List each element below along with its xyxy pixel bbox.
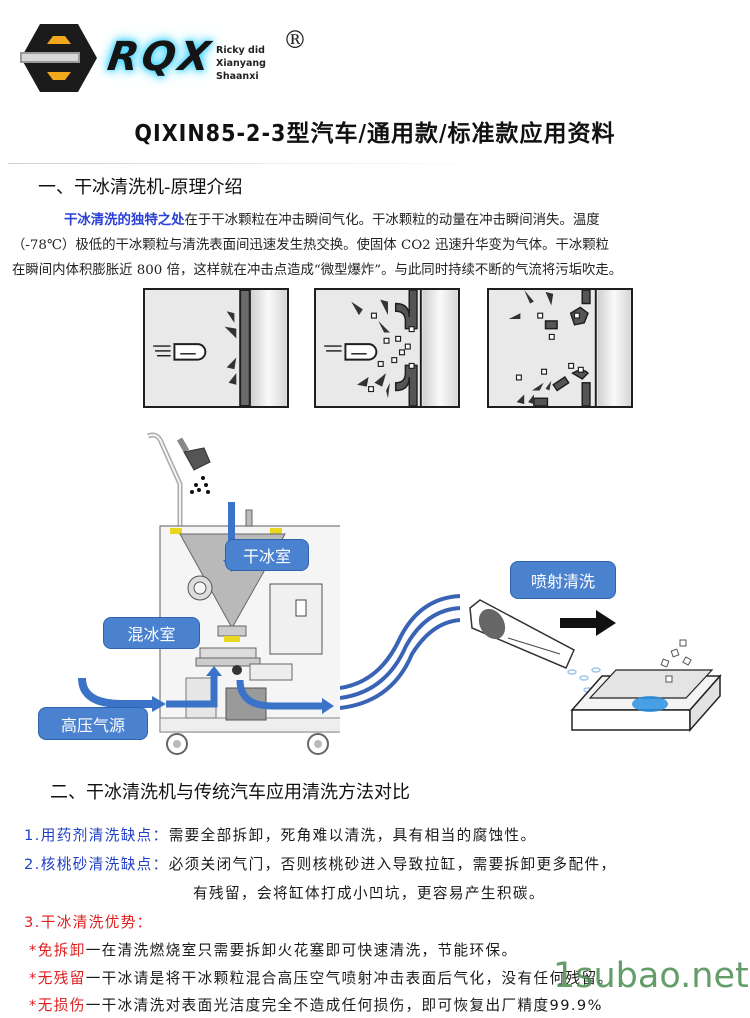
brand-subtitle: Ricky did Xianyang Shaanxi xyxy=(216,44,266,83)
advantage-text: 一在清洗燃烧室只需要拆卸火花塞即可快速清洗，节能环保。 xyxy=(85,942,518,959)
comparison-item: 2.核桃砂清洗缺点：必须关闭气门，否则核桃砂进入导致拉缸，需要拆卸更多配件， xyxy=(24,855,617,875)
advantage-label: 无损伤 xyxy=(37,997,86,1014)
impact-panel-moment xyxy=(314,288,460,408)
advantage-item: *无残留一干冰请是将干冰颗粒混合高压空气喷射冲击表面后气化，没有任何残留。 xyxy=(29,969,613,989)
advantage-text: 一干冰清洗对表面光洁度完全不造成任何损伤，即可恢复出厂精度99.9% xyxy=(85,997,603,1014)
surface-block-icon xyxy=(570,669,722,732)
principle-intro: 干冰清洗的独特之处在于干冰颗粒在冲击瞬间气化。干冰颗粒的动量在冲击瞬间消失。温度… xyxy=(12,208,742,283)
section-heading-principle: 一、干冰清洗机-原理介绍 xyxy=(38,177,243,198)
callout-air-source: 高压气源 xyxy=(38,707,148,740)
spray-nozzle-icon xyxy=(469,599,575,669)
brand-name: RQX xyxy=(104,34,216,80)
intro-highlight: 干冰清洗的独特之处 xyxy=(64,213,185,228)
dry-ice-pellet-icon xyxy=(173,343,207,361)
comparison-text: 必须关闭气门，否则核桃砂进入导致拉缸，需要拆卸更多配件， xyxy=(168,856,617,873)
watermark: 1subao.net xyxy=(553,956,749,996)
direction-arrow-icon xyxy=(560,610,616,636)
advantage-item: *免拆卸一在清洗燃烧室只需要拆卸火花塞即可快速清洗，节能环保。 xyxy=(29,941,518,961)
comparison-item: 1.用药剂清洗缺点：需要全部拆卸，死角难以清洗，具有相当的腐蚀性。 xyxy=(24,826,537,846)
advantage-item: *无损伤一干冰清洗对表面光洁度完全不造成任何损伤，即可恢复出厂精度99.9% xyxy=(29,996,603,1016)
brand-logo-icon xyxy=(20,22,98,94)
air-flow-arrow-icon xyxy=(78,666,334,714)
comparison-text-continued: 有残留，会将缸体打成小凹坑，更容易产生积碳。 xyxy=(193,884,545,904)
bullet: * xyxy=(29,997,38,1014)
intro-line: 在瞬间内体积膨胀近 800 倍，这样就在冲击点造成“微型爆炸”。与此同时持续不断… xyxy=(12,263,623,278)
callout-spray-clean: 喷射清洗 xyxy=(510,561,616,599)
intro-line: （-78℃）极低的干冰颗粒与清洗表面间迅速发生热交换。使固体 CO2 迅速升华变… xyxy=(12,238,610,253)
advantage-label: 无残留 xyxy=(37,970,86,987)
callout-dry-ice-chamber: 干冰室 xyxy=(225,539,309,571)
bullet: * xyxy=(29,970,38,987)
comparison-label: 2.核桃砂清洗缺点： xyxy=(24,856,169,873)
advantage-text: 一干冰请是将干冰颗粒混合高压空气喷射冲击表面后气化，没有任何残留。 xyxy=(85,970,614,987)
document-title: QIXIN85-2-3型汽车/通用款/标准款应用资料 xyxy=(134,121,616,147)
advantages-heading: 3.干冰清洗优势： xyxy=(24,913,153,933)
advantage-label: 免拆卸 xyxy=(37,942,86,959)
comparison-text: 需要全部拆卸，死角难以清洗，具有相当的腐蚀性。 xyxy=(168,827,537,844)
impact-panel-after xyxy=(487,288,633,408)
registered-trademark-icon: ® xyxy=(283,26,307,54)
advantages-heading-text: 3.干冰清洗优势： xyxy=(24,914,153,931)
intro-line: 干冰清洗的独特之处在于干冰颗粒在冲击瞬间气化。干冰颗粒的动量在冲击瞬间消失。温度 xyxy=(12,208,742,233)
impact-panel-before xyxy=(143,288,289,408)
brand-subtitle-line: Xianyang xyxy=(216,58,266,69)
dry-ice-scoop-icon xyxy=(176,437,211,471)
intro-text: 在于干冰颗粒在冲击瞬间气化。干冰颗粒的动量在冲击瞬间消失。温度 xyxy=(184,213,600,228)
comparison-label: 1.用药剂清洗缺点： xyxy=(24,827,169,844)
spray-cleaning-illustration xyxy=(339,540,750,760)
section-heading-comparison: 二、干冰清洗机与传统汽车应用清洗方法对比 xyxy=(50,782,410,803)
callout-mixing-chamber: 混冰室 xyxy=(103,617,200,649)
comparison-text: 有残留，会将缸体打成小凹坑，更容易产生积碳。 xyxy=(193,885,545,902)
brand-subtitle-line: Shaanxi xyxy=(216,71,259,82)
title-divider xyxy=(8,163,508,164)
brand-subtitle-line: Ricky did xyxy=(216,45,265,56)
bullet: * xyxy=(29,942,38,959)
hose-icon xyxy=(339,594,461,710)
